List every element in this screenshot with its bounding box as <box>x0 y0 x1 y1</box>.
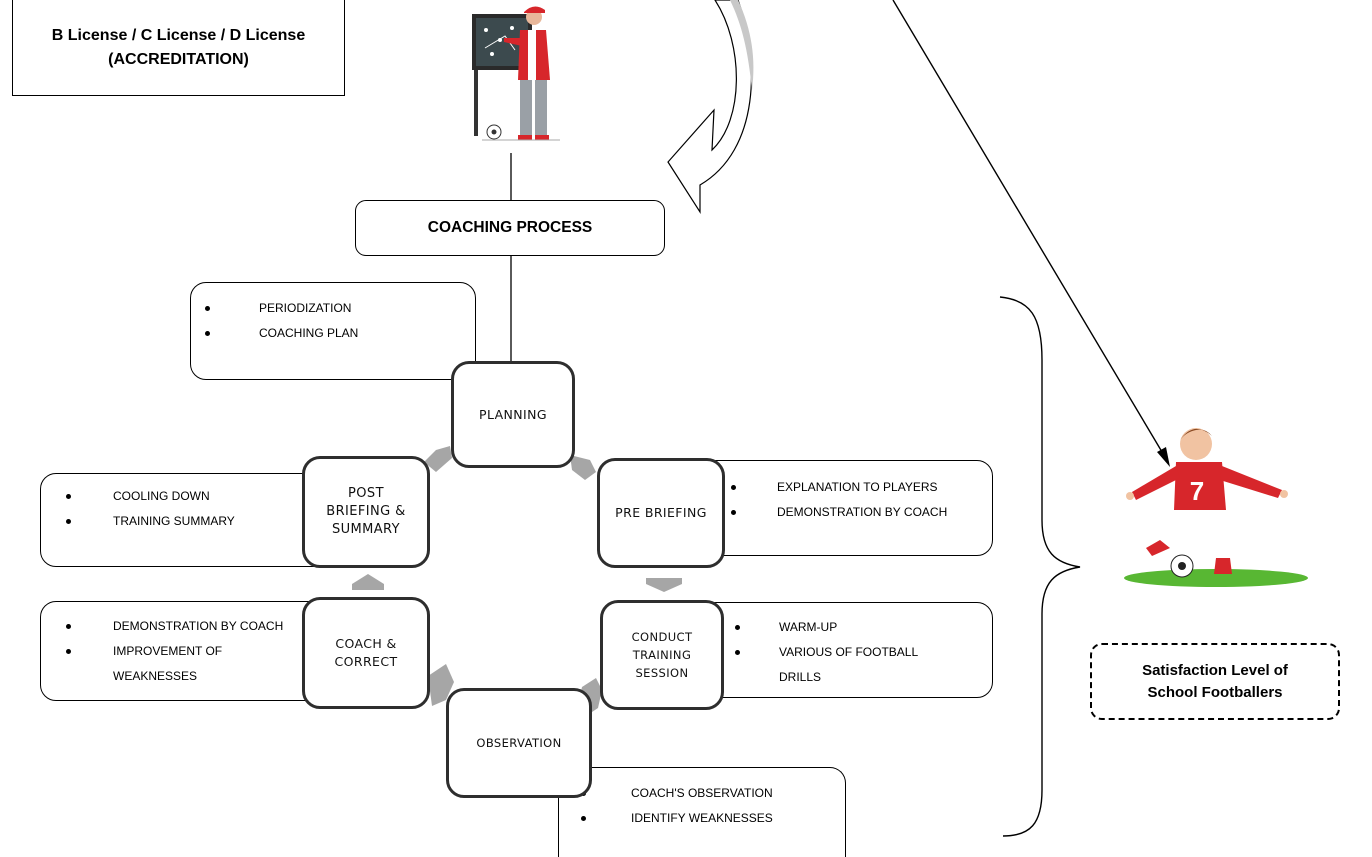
coach-correct-note-item: IMPROVEMENT OF <box>41 639 329 664</box>
planning-note: PERIODIZATION COACHING PLAN <box>190 282 476 380</box>
accreditation-licenses: B License / C License / D License <box>51 26 306 44</box>
satisfaction-label-line: School Footballers <box>1147 683 1283 701</box>
step-conduct-training-session: CONDUCT TRAINING SESSION <box>600 600 724 710</box>
planning-note-item: COACHING PLAN <box>191 321 475 346</box>
diagonal-arrow-head <box>1157 447 1170 467</box>
conduct-note: WARM-UP VARIOUS OF FOOTBALL DRILLS <box>700 602 993 698</box>
cycle-arrow-pre-to-conduct <box>646 578 682 592</box>
step-coach-correct-label-line: COACH & <box>335 636 397 651</box>
coaching-process-label: COACHING PROCESS <box>427 219 593 236</box>
conduct-note-item: VARIOUS OF FOOTBALL <box>701 640 992 665</box>
satisfaction-box: Satisfaction Level of School Footballers <box>1090 643 1340 720</box>
coach-correct-note: DEMONSTRATION BY COACH IMPROVEMENT OF WE… <box>40 601 330 701</box>
coach-correct-note-item: DEMONSTRATION BY COACH <box>41 614 329 639</box>
conduct-note-item: DRILLS <box>779 670 822 684</box>
step-coach-correct-label-line: CORRECT <box>334 654 398 669</box>
accreditation-label: (ACCREDITATION) <box>108 50 249 68</box>
cycle-arrow-coach-to-post <box>352 574 384 590</box>
step-conduct-label-line: TRAINING <box>632 648 692 662</box>
diagonal-arrow-line <box>892 0 1169 463</box>
svg-text:7: 7 <box>1190 476 1204 506</box>
planning-note-item: PERIODIZATION <box>191 296 475 321</box>
curved-arrow-shade <box>730 0 754 90</box>
step-observation: OBSERVATION <box>446 688 592 798</box>
curved-arrow <box>667 0 753 215</box>
coach-correct-note-item: WEAKNESSES <box>113 669 198 683</box>
pre-briefing-note: EXPLANATION TO PLAYERS DEMONSTRATION BY … <box>700 460 993 556</box>
step-post-briefing-label-line: POST <box>348 486 384 501</box>
observation-note-item: IDENTIFY WEAKNESSES <box>559 806 845 831</box>
cycle-arrow-observation-to-coach <box>428 664 454 706</box>
conduct-note-item: WARM-UP <box>701 615 992 640</box>
pre-briefing-note-item: EXPLANATION TO PLAYERS <box>701 475 992 500</box>
accreditation-box: B License / C License / D License (ACCRE… <box>12 0 345 96</box>
step-conduct-label-line: CONDUCT <box>631 630 693 644</box>
post-briefing-note: COOLING DOWN TRAINING SUMMARY <box>40 473 330 567</box>
step-post-briefing-label-line: BRIEFING & <box>326 504 406 519</box>
post-briefing-note-item: COOLING DOWN <box>41 484 329 509</box>
footballer-illustration: 7 <box>1124 428 1308 587</box>
coaching-process-box: COACHING PROCESS <box>355 200 665 256</box>
cycle-arrow-post-to-planning <box>424 446 452 472</box>
observation-note: COACH'S OBSERVATION IDENTIFY WEAKNESSES <box>558 767 846 857</box>
coach-illustration <box>472 6 560 141</box>
step-post-briefing-label-line: SUMMARY <box>331 522 401 537</box>
step-pre-briefing-label: PRE BRIEFING <box>615 505 707 520</box>
step-planning: PLANNING <box>451 361 575 468</box>
observation-note-item: COACH'S OBSERVATION <box>559 781 845 806</box>
step-post-briefing-summary: POST BRIEFING & SUMMARY <box>302 456 430 568</box>
step-observation-label: OBSERVATION <box>476 736 562 750</box>
post-briefing-note-item: TRAINING SUMMARY <box>41 509 329 534</box>
pre-briefing-note-item: DEMONSTRATION BY COACH <box>701 500 992 525</box>
curly-brace <box>999 296 1081 837</box>
step-planning-label: PLANNING <box>479 406 547 422</box>
satisfaction-label-line: Satisfaction Level of <box>1142 661 1288 679</box>
cycle-arrow-planning-to-pre <box>570 455 596 480</box>
step-coach-correct: COACH & CORRECT <box>302 597 430 709</box>
step-conduct-label-line: SESSION <box>635 666 689 680</box>
step-pre-briefing: PRE BRIEFING <box>597 458 725 568</box>
